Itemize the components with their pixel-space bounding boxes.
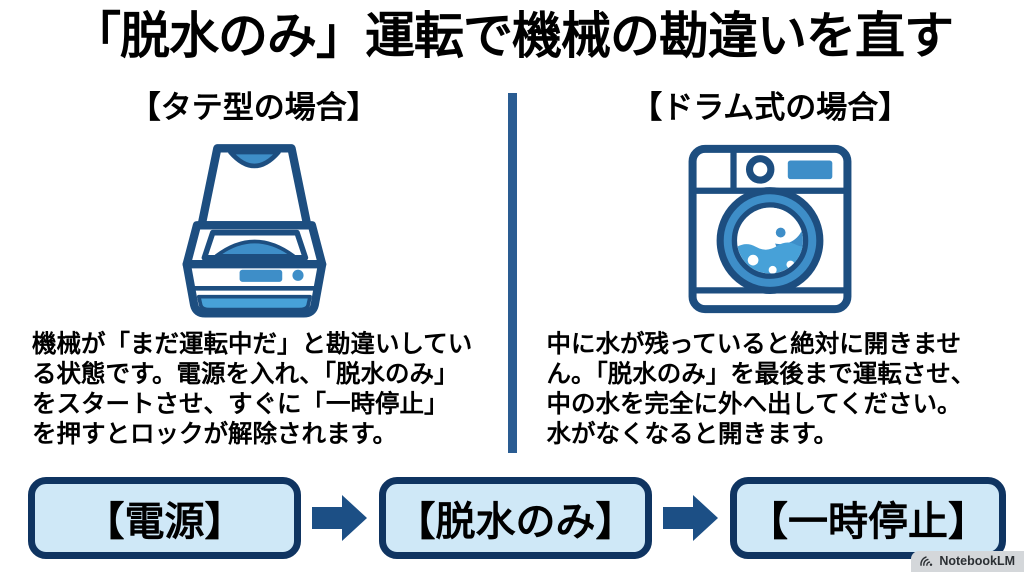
panel-top-load-text: 機械が「まだ運転中だ」と勘違いしてい る状態です。電源を入れ、「脱水のみ」 をス… xyxy=(32,330,488,450)
top-load-washer-icon xyxy=(0,140,508,318)
text-line: 中に水が残っていると絶対に開きませ xyxy=(546,331,962,358)
text-line: 機械が「まだ運転中だ」と勘違いしてい xyxy=(32,331,473,358)
text-line: る状態です。電源を入れ、「脱水のみ」 xyxy=(32,361,459,388)
panel-drum-header: 【ドラム式の場合】 xyxy=(631,90,910,125)
notebooklm-watermark: NotebookLM xyxy=(911,551,1024,572)
text-line: をスタートさせ、すぐに「一時停止」 xyxy=(32,391,449,418)
panel-drum: 【ドラム式の場合】 xyxy=(517,86,1024,458)
drum-washer-graphic xyxy=(688,144,852,314)
text-line: 中の水を完全に外へ出してください。 xyxy=(546,391,962,418)
text-line: ん。「脱水のみ」を最後まで運転させ、 xyxy=(546,361,976,388)
arrow-right-icon xyxy=(663,495,718,541)
text-line: を押すとロックが解除されます。 xyxy=(32,421,398,448)
arrow-right-icon xyxy=(312,495,367,541)
text-line: 水がなくなると開きます。 xyxy=(546,421,839,448)
step-power-button: 【電源】 xyxy=(28,477,301,559)
panel-top-load-header: 【タテ型の場合】 xyxy=(129,90,378,125)
top-load-washer-graphic xyxy=(182,144,327,318)
notebooklm-logo-icon xyxy=(920,556,933,566)
vertical-divider xyxy=(507,93,517,453)
watermark-label: NotebookLM xyxy=(939,554,1015,568)
slide-title: 「脱水のみ」運転で機械の勘違いを直す xyxy=(71,8,954,64)
panel-drum-text: 中に水が残っていると絶対に開きませ ん。「脱水のみ」を最後まで運転させ、 中の水… xyxy=(547,330,1005,450)
panels-row: 【タテ型の場合】 機 xyxy=(0,86,1024,458)
step-spin-only-button: 【脱水のみ】 xyxy=(379,477,652,559)
drum-washer-icon xyxy=(517,140,1024,318)
panel-top-load: 【タテ型の場合】 機 xyxy=(0,86,508,458)
step-pause-button: 【一時停止】 xyxy=(730,477,1006,559)
steps-flow: 【電源】 【脱水のみ】 【一時停止】 xyxy=(28,477,1006,559)
